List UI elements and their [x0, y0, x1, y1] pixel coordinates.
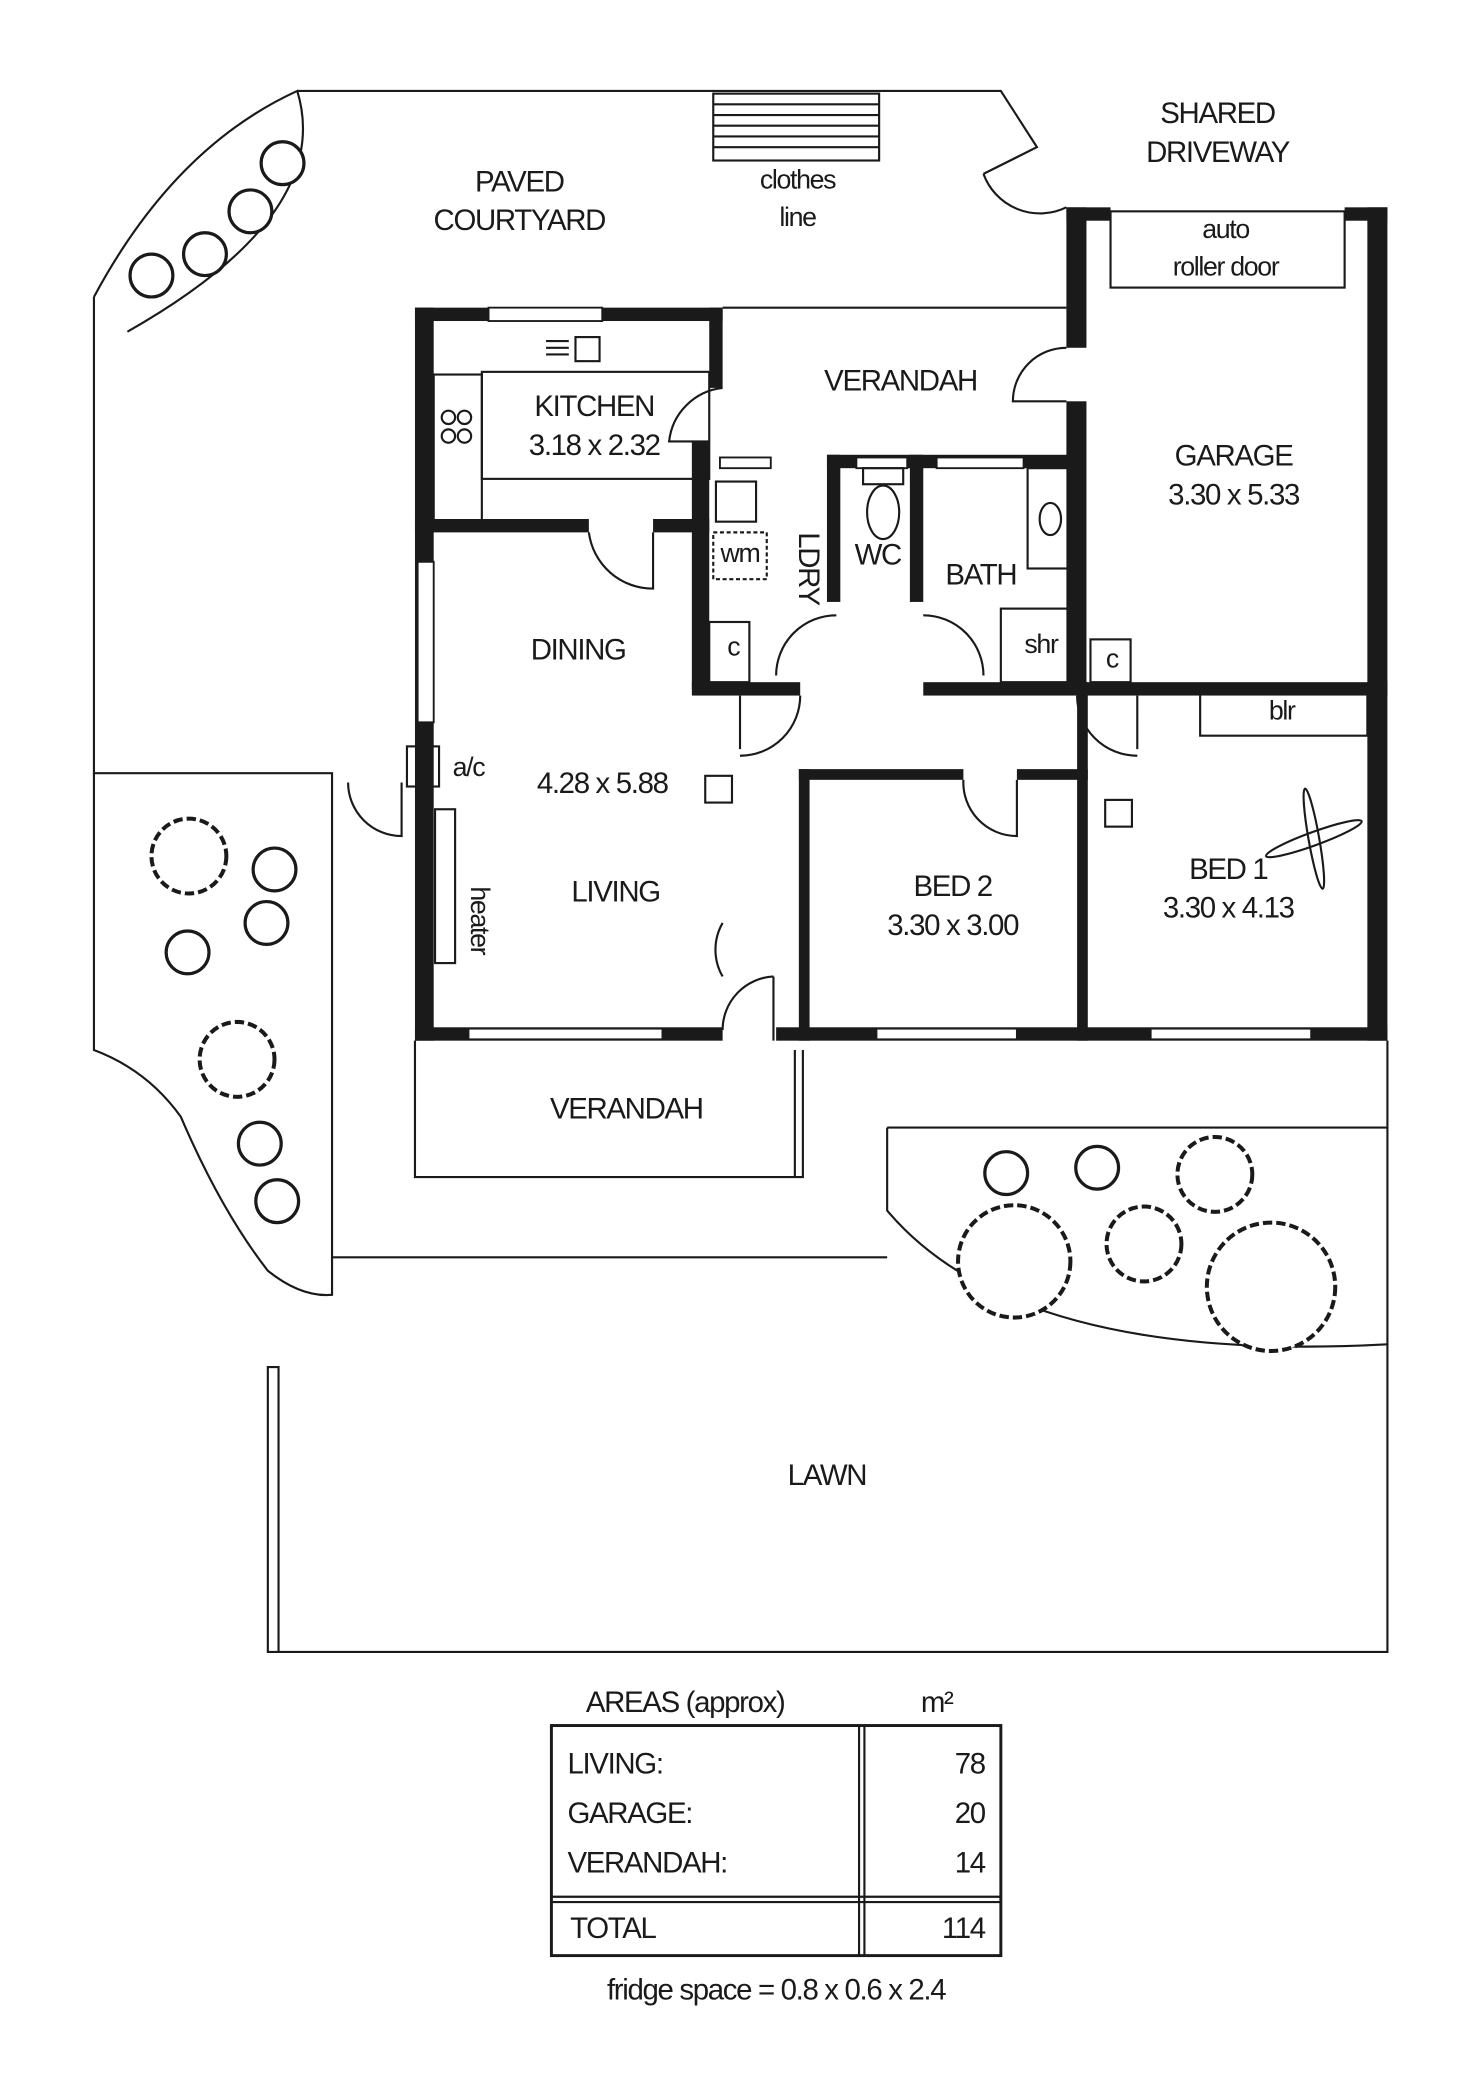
clothes-line-label-2: line: [779, 202, 816, 232]
wc-label: WC: [855, 538, 902, 571]
verandah-top-label: VERANDAH: [824, 365, 977, 398]
fridge-note: fridge space = 0.8 x 0.6 x 2.4: [607, 1974, 946, 2007]
walls: [414, 207, 1388, 1041]
laundry-label: LDRY: [792, 532, 825, 605]
garage-size: 3.30 x 5.33: [1168, 478, 1300, 511]
driveway-label: SHARED: [1160, 97, 1275, 130]
heater-label: heater: [465, 886, 495, 955]
area-total-label: TOTAL: [570, 1912, 656, 1945]
living-size: 4.28 x 5.88: [537, 767, 669, 800]
clothes-line-label: clothes: [760, 165, 836, 195]
garden-trees: [128, 140, 1338, 1354]
garage-label: GARAGE: [1175, 439, 1294, 472]
roller-door-label: auto: [1202, 214, 1249, 244]
wm-label: wm: [720, 538, 760, 568]
labels: PAVED COURTYARD clothes line SHARED DRIV…: [434, 97, 1302, 1492]
roller-door-label-2: roller door: [1173, 252, 1280, 282]
living-label: LIVING: [571, 876, 659, 909]
area-row-label: VERANDAH:: [567, 1847, 727, 1880]
area-row-value: 14: [955, 1847, 986, 1880]
kitchen-label: KITCHEN: [534, 390, 654, 423]
dining-label: DINING: [531, 633, 626, 666]
bed1-size: 3.30 x 4.13: [1163, 892, 1295, 925]
area-row-value: 78: [955, 1748, 986, 1781]
shr-label: shr: [1024, 629, 1059, 659]
lawn-label: LAWN: [788, 1459, 867, 1492]
blr-label: blr: [1269, 696, 1296, 726]
verandah-bottom-label: VERANDAH: [550, 1092, 703, 1125]
bed1-label: BED 1: [1189, 853, 1267, 886]
ceiling-fan-icon: [1264, 787, 1363, 890]
courtyard-label: PAVED: [475, 165, 564, 198]
areas-table: AREAS (approx) m² LIVING: 78 GARAGE: 20 …: [549, 1686, 1003, 2007]
bed2-label: BED 2: [914, 870, 992, 903]
site-boundaries: [92, 89, 1389, 1654]
areas-unit: m²: [921, 1686, 954, 1719]
fixtures: [405, 336, 1369, 965]
cupboard-label: c: [727, 631, 740, 661]
areas-title: AREAS (approx): [586, 1686, 785, 1719]
ac-label: a/c: [453, 752, 486, 782]
area-row-label: GARAGE:: [567, 1797, 692, 1830]
kitchen-size: 3.18 x 2.32: [529, 429, 660, 462]
bed2-size: 3.30 x 3.00: [887, 909, 1019, 942]
bath-label: BATH: [945, 559, 1016, 592]
doors: [347, 346, 1139, 1041]
cupboard-label-2: c: [1106, 643, 1119, 673]
area-total-value: 114: [942, 1912, 986, 1945]
clothes-line-icon: [712, 92, 881, 162]
courtyard-label-2: COURTYARD: [434, 204, 606, 237]
driveway-label-2: DRIVEWAY: [1146, 136, 1290, 169]
area-row-label: LIVING:: [567, 1748, 662, 1781]
area-row-value: 20: [955, 1797, 986, 1830]
